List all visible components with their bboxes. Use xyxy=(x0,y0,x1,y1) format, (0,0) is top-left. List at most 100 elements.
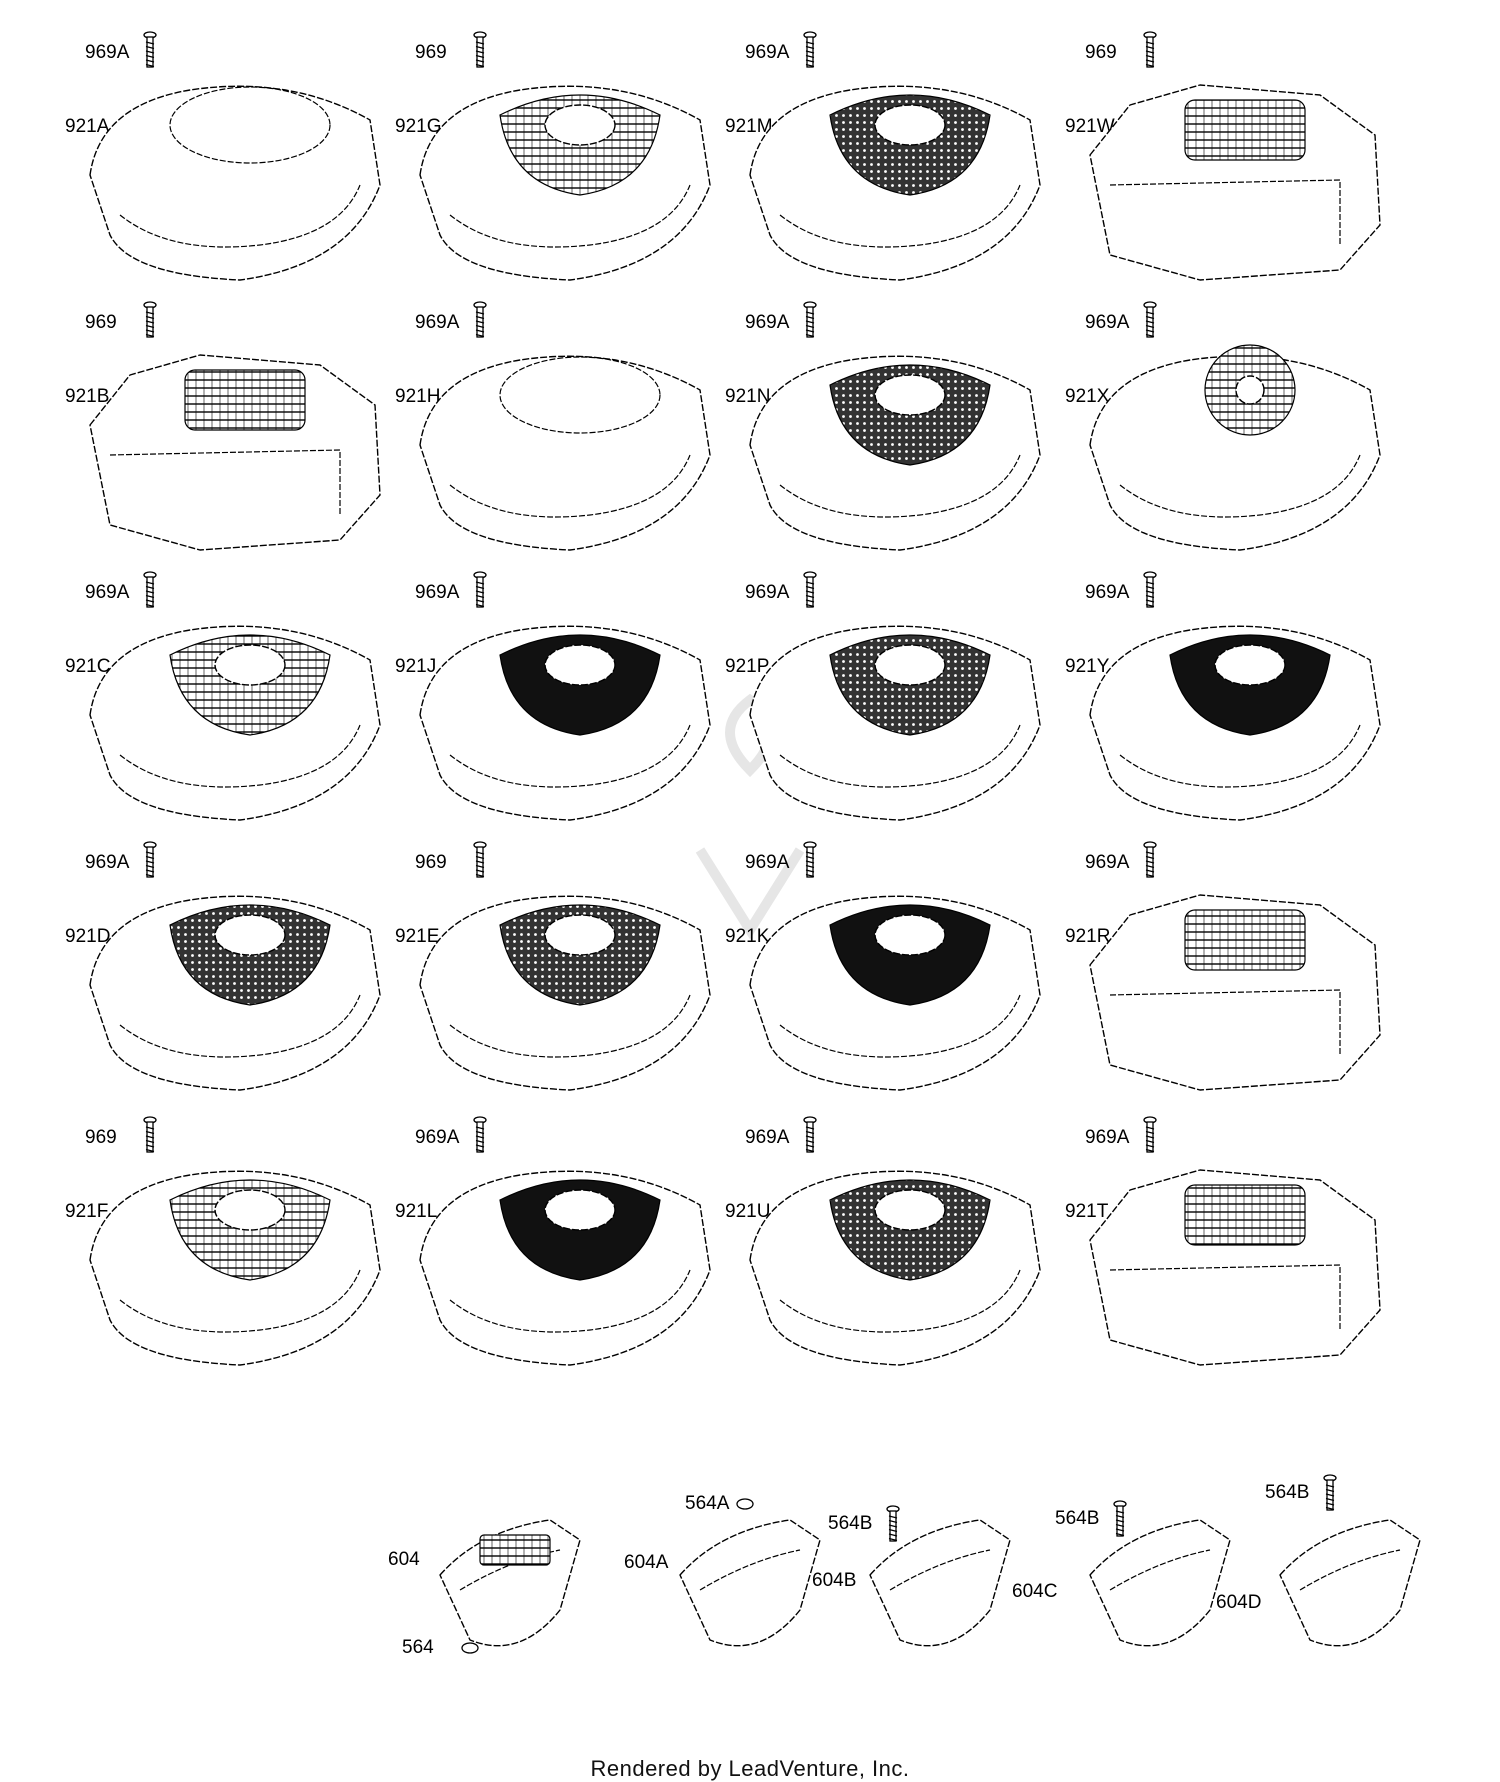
housing-921f: 969 921F xyxy=(65,1116,381,1366)
shield-604c: 604C 564B xyxy=(1012,1500,1231,1647)
screw-icon xyxy=(473,841,487,878)
housing-921a: 969A 921A xyxy=(65,31,381,281)
part-label: 921D xyxy=(65,926,110,947)
part-label: 921P xyxy=(725,656,769,677)
housing-921e: 969 921E xyxy=(395,841,711,1091)
shield-604: 604 564 xyxy=(388,1519,581,1658)
screw-icon xyxy=(143,841,157,878)
screw-icon xyxy=(143,301,157,338)
shield-group: 604 564 604A 564A 604B 564B 604C 564B 604D 564B xyxy=(388,1474,1421,1658)
screw-label: 969A xyxy=(745,42,790,63)
housing-921u: 969A 921U xyxy=(725,1116,1041,1366)
screw-label: 969A xyxy=(85,42,130,63)
screw-label: 969A xyxy=(1085,312,1130,333)
part-label: 921N xyxy=(725,386,770,407)
part-label: 921F xyxy=(65,1201,108,1222)
screw-icon xyxy=(1113,1500,1127,1537)
screw-icon xyxy=(803,571,817,608)
screw-label: 969 xyxy=(1085,42,1117,63)
screw-label: 969A xyxy=(415,312,460,333)
part-label: 921A xyxy=(65,116,110,137)
screw-icon xyxy=(143,31,157,68)
housing-921n: 969A 921N xyxy=(725,301,1041,551)
housing-921g: 969 921G xyxy=(395,31,711,281)
screw-icon xyxy=(143,571,157,608)
housing-921p: 969A 921P xyxy=(725,571,1041,821)
part-label: 921E xyxy=(395,926,439,947)
screw-icon xyxy=(886,1505,900,1542)
screw-label: 969A xyxy=(1085,852,1130,873)
part-label: 921X xyxy=(1065,386,1110,407)
screw-icon xyxy=(1143,571,1157,608)
part-label: 921L xyxy=(395,1201,437,1222)
screw-label: 969A xyxy=(1085,582,1130,603)
part-label: 604B xyxy=(812,1570,856,1591)
screw-label: 969A xyxy=(1085,1127,1130,1148)
screw-label: 969 xyxy=(85,312,117,333)
screw-label: 564B xyxy=(1055,1508,1099,1529)
part-label: 921H xyxy=(395,386,440,407)
screw-icon xyxy=(803,31,817,68)
shield-604a: 604A 564A xyxy=(624,1493,821,1647)
screw-icon xyxy=(473,1116,487,1153)
screw-label: 969 xyxy=(415,852,447,873)
part-label: 921C xyxy=(65,656,110,677)
screw-icon xyxy=(736,1498,754,1510)
housing-921b: 969 921B xyxy=(65,301,381,551)
screw-icon xyxy=(473,571,487,608)
screw-icon xyxy=(1143,841,1157,878)
screw-label: 969A xyxy=(745,312,790,333)
part-label: 921R xyxy=(1065,926,1110,947)
screw-label: 969A xyxy=(745,1127,790,1148)
screw-label: 969A xyxy=(85,852,130,873)
housing-921h: 969A 921H xyxy=(395,301,711,551)
shield-604d: 604D 564B xyxy=(1216,1474,1421,1647)
screw-label: 564B xyxy=(1265,1482,1309,1503)
part-label: 921B xyxy=(65,386,109,407)
part-label: 604A xyxy=(624,1552,669,1573)
screw-icon xyxy=(803,1116,817,1153)
screw-icon xyxy=(461,1642,479,1654)
housing-921r: 969A 921R xyxy=(1065,841,1381,1091)
screw-label: 969A xyxy=(745,582,790,603)
part-label: 921M xyxy=(725,116,773,137)
part-label: 921U xyxy=(725,1201,770,1222)
screw-icon xyxy=(473,31,487,68)
housing-921c: 969A 921C xyxy=(65,571,381,821)
part-label: 604 xyxy=(388,1549,420,1570)
screw-label: 564 xyxy=(402,1637,434,1658)
screw-label: 969 xyxy=(85,1127,117,1148)
housing-921x: 969A 921X xyxy=(1065,301,1381,551)
screw-icon xyxy=(473,301,487,338)
screw-label: 969A xyxy=(745,852,790,873)
screw-icon xyxy=(1323,1474,1337,1511)
screw-icon xyxy=(1143,1116,1157,1153)
screw-icon xyxy=(1143,31,1157,68)
housing-921m: 969A 921M xyxy=(725,31,1041,281)
screw-label: 969 xyxy=(415,42,447,63)
screw-icon xyxy=(1143,301,1157,338)
part-label: 921W xyxy=(1065,116,1115,137)
housing-921w: 969 921W xyxy=(1065,31,1381,281)
blower-housing-group: 969A921A969921G969A921M969921W969921B969… xyxy=(65,31,1381,1366)
screw-label: 564B xyxy=(828,1513,872,1534)
part-label: 921Y xyxy=(1065,656,1110,677)
screw-label: 564A xyxy=(685,1493,730,1514)
screw-icon xyxy=(803,301,817,338)
part-label: 921G xyxy=(395,116,441,137)
screw-icon xyxy=(143,1116,157,1153)
shield-604b: 604B 564B xyxy=(812,1505,1011,1647)
housing-921y: 969A 921Y xyxy=(1065,571,1381,821)
part-label: 921J xyxy=(395,656,436,677)
housing-921t: 969A 921T xyxy=(1065,1116,1381,1366)
screw-label: 969A xyxy=(85,582,130,603)
part-label: 604D xyxy=(1216,1592,1261,1613)
part-label: 604C xyxy=(1012,1581,1057,1602)
housing-921d: 969A 921D xyxy=(65,841,381,1091)
part-label: 921T xyxy=(1065,1201,1109,1222)
credit-line: Rendered by LeadVenture, Inc. xyxy=(590,1756,910,1781)
